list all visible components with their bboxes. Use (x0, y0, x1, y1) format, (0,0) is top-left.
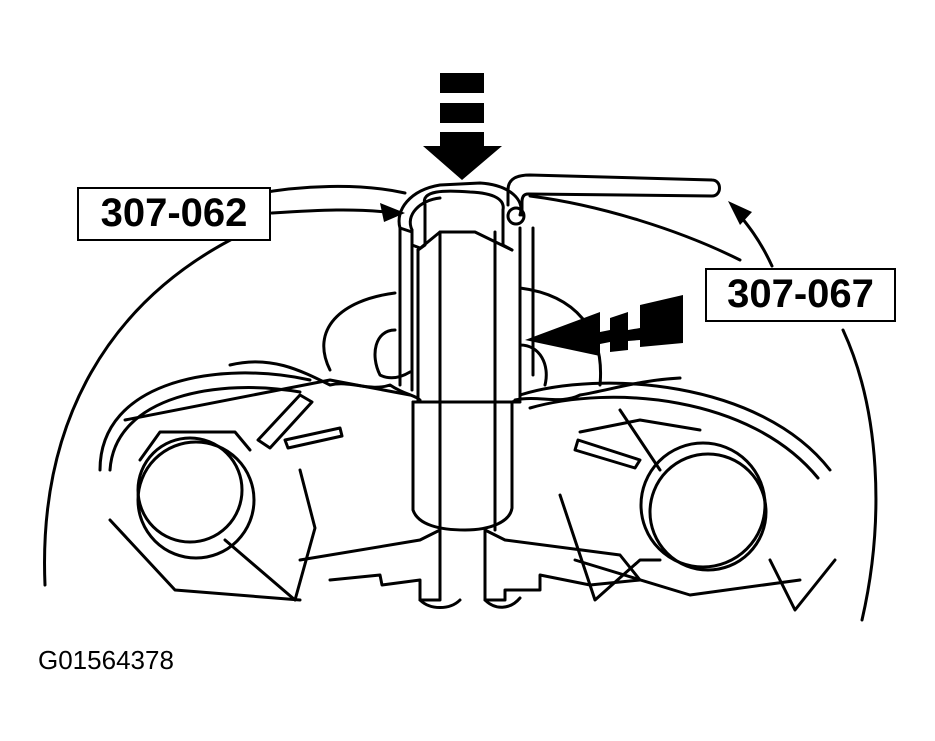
leader-arrowhead-307-067 (728, 201, 752, 225)
gear-right (518, 381, 837, 612)
callout-tool-307-062: 307-062 (77, 187, 271, 241)
gear-left (98, 371, 412, 602)
callout-tool-307-067: 307-067 (705, 268, 896, 322)
housing-lobe-right-inner (518, 343, 548, 387)
leftward-force-arrow (525, 295, 683, 356)
figure-id-label: G01564378 (38, 645, 174, 675)
leader-curve-307-067-upper (528, 194, 742, 262)
housing-lobe-left-inner (373, 328, 412, 380)
leader-line-307-062 (270, 208, 397, 215)
housing-outline-left (43, 233, 242, 587)
leader-curve-307-062-upper (248, 184, 407, 197)
housing-wavy-edge (228, 360, 682, 402)
tool-shaft (411, 189, 522, 532)
downward-force-arrow (423, 73, 502, 180)
housing-lobe-left (322, 291, 397, 372)
carrier-base (298, 528, 642, 609)
housing-outline-right (841, 328, 878, 622)
leader-arrowhead-307-062 (380, 203, 405, 222)
tool-hex-key (506, 173, 721, 226)
